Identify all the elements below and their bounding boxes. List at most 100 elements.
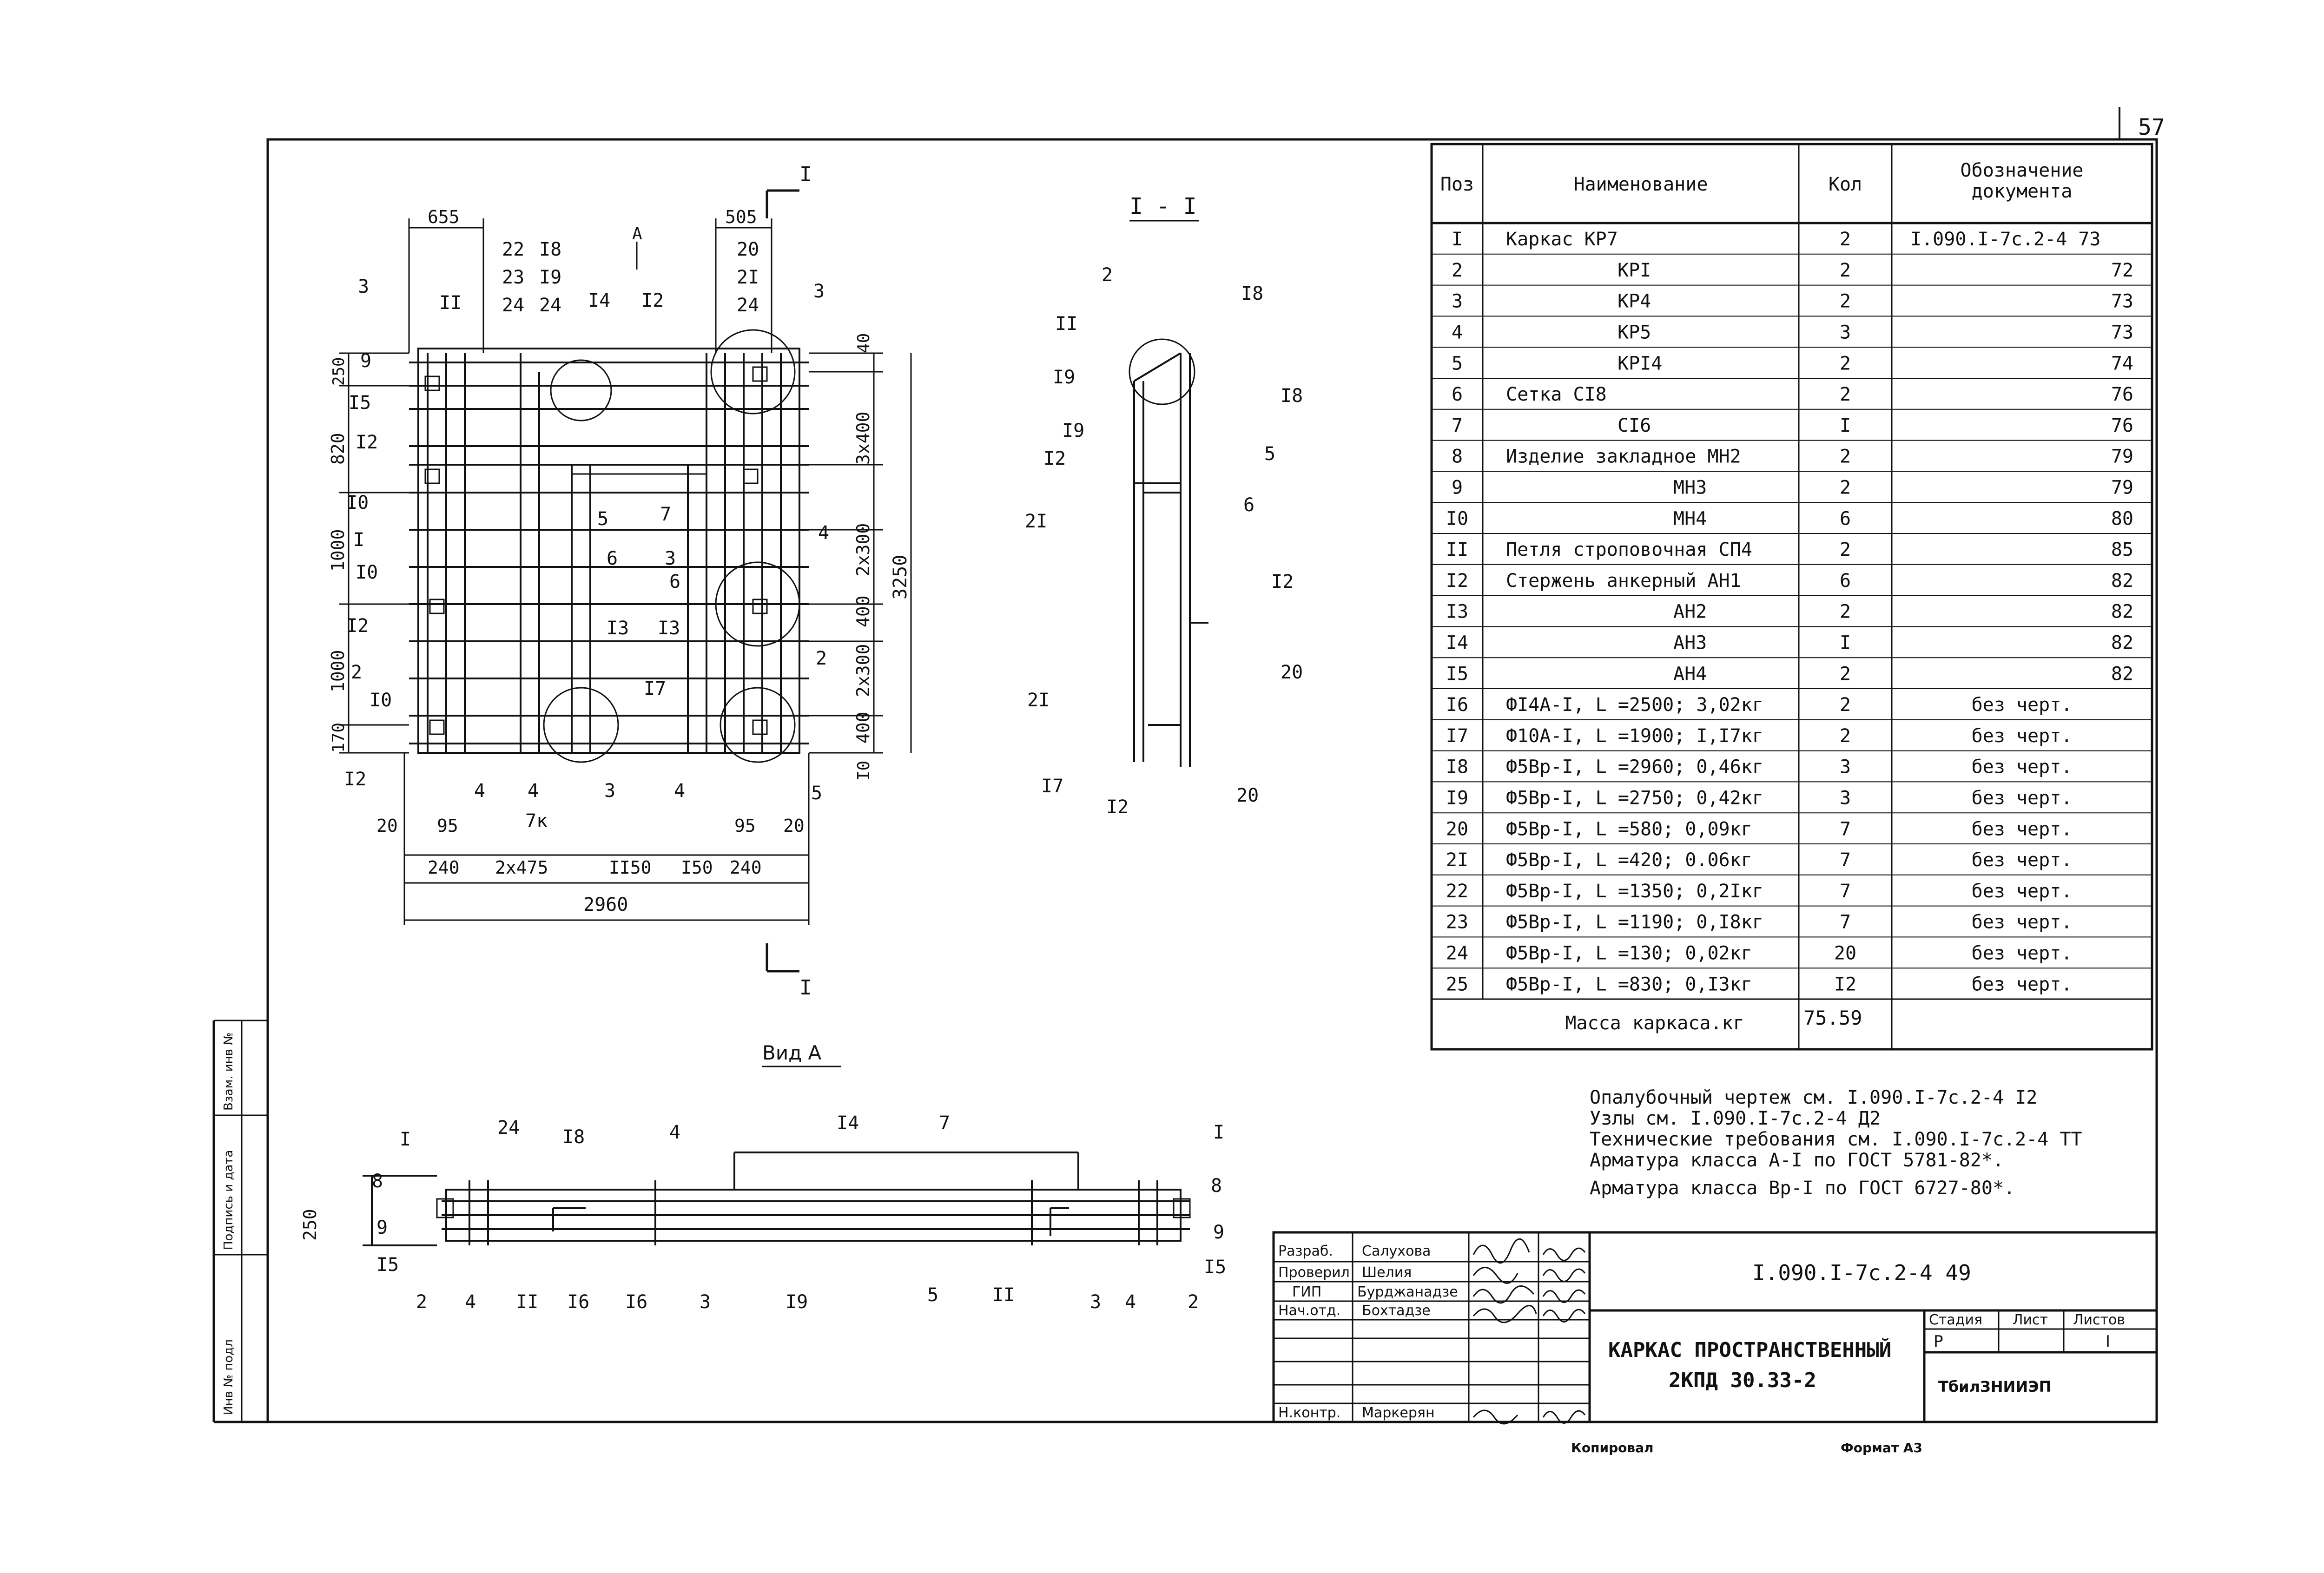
plan-pos-3a: 3 bbox=[358, 276, 369, 297]
plan-pos-9: 9 bbox=[360, 350, 371, 372]
spec-row-name: Ф5Вр-I, L =130; 0,02кг bbox=[1506, 942, 1752, 964]
view-pos-18: I8 bbox=[562, 1126, 585, 1148]
sheets-value: I bbox=[2106, 1332, 2110, 1351]
spec-row-name: Ф5Вр-I, L =2960; 0,46кг bbox=[1506, 757, 1763, 778]
dim-left-170: 170 bbox=[329, 723, 348, 753]
spec-mass-label: Масса каркаса.кг bbox=[1565, 1013, 1744, 1034]
spec-row-pos: 9 bbox=[1452, 477, 1463, 498]
spec-row-qty: 2 bbox=[1840, 384, 1851, 405]
spec-row-name: Стержень анкерный АН1 bbox=[1506, 570, 1741, 592]
view-pos-8b: 8 bbox=[1211, 1175, 1222, 1197]
spec-row-doc: 79 bbox=[2111, 477, 2133, 498]
view-a-arrow: А bbox=[632, 224, 642, 244]
title-block-roles: Разраб. Салуховa Проверил Шелия ГИП Бурд… bbox=[1278, 1243, 1458, 1421]
spec-row-qty: 2 bbox=[1840, 539, 1851, 560]
sheets-label: Листов bbox=[2073, 1312, 2125, 1328]
sec-pos-12b: I2 bbox=[1271, 571, 1294, 592]
view-pos-24: 24 bbox=[497, 1117, 520, 1139]
page-number: 57 bbox=[2138, 114, 2165, 140]
role-1: Разраб. bbox=[1278, 1243, 1333, 1259]
sec-pos-12c: I2 bbox=[1106, 796, 1129, 818]
dim-bottom-95b: 95 bbox=[734, 816, 756, 836]
plan-pos-6b: 6 bbox=[669, 571, 680, 592]
spec-row-name: Ф5Вр-I, L =1190; 0,I8кг bbox=[1506, 912, 1763, 933]
view-pos-19: I9 bbox=[786, 1291, 808, 1313]
spec-row-name: Ф5Вр-I, L =1350; 0,2Iкг bbox=[1506, 881, 1763, 902]
spec-row-doc: 82 bbox=[2111, 570, 2133, 592]
spec-row-pos: 8 bbox=[1452, 446, 1463, 467]
plan-pos-22: 22 bbox=[502, 239, 524, 260]
dim-bottom-20b: 20 bbox=[783, 816, 805, 836]
spec-row-name: Ф5Вр-I, L =420; 0.06кг bbox=[1506, 849, 1752, 871]
doc-code: I.090.I-7с.2-4 49 bbox=[1752, 1260, 1971, 1285]
plan-dim-texts: 655 505 40 3x400 2x300 400 2x300 400 I0 … bbox=[328, 163, 911, 1000]
spec-table-grid bbox=[1430, 143, 2153, 1051]
role-7: Н.контр. bbox=[1278, 1405, 1340, 1421]
sec-pos-11: II bbox=[1055, 313, 1077, 335]
section-position-labels: 2 I8 II I9 I8 I9 I2 5 6 2I I2 20 2I I7 I… bbox=[1025, 264, 1303, 818]
spec-row-qty: 3 bbox=[1840, 322, 1851, 343]
side-stamp: Инв № подл Подпись и дата Взам. инв № bbox=[222, 1033, 236, 1415]
spec-row-qty: 2 bbox=[1840, 260, 1851, 281]
spec-row-qty: 2 bbox=[1840, 663, 1851, 684]
view-pos-2b: 2 bbox=[1188, 1291, 1199, 1313]
spec-row-doc: без черт. bbox=[1972, 942, 2073, 964]
spec-row-qty: 7 bbox=[1840, 849, 1851, 871]
title-block bbox=[1272, 1231, 2158, 1423]
footer-format: Формат А3 bbox=[1841, 1440, 1922, 1455]
plan-pos-24b: 24 bbox=[539, 295, 561, 316]
view-pos-11a: II bbox=[516, 1291, 538, 1313]
spec-row-name: Ф5Вр-I, L =580; 0,09кг bbox=[1506, 818, 1752, 840]
side-stamp-inv-label: Инв № подл bbox=[222, 1339, 236, 1415]
dim-right-400a: 400 bbox=[853, 595, 873, 627]
spec-row-doc: без черт. bbox=[1972, 694, 2073, 716]
note-1: Опалубочный чертеж см. I.090.I-7с.2-4 I2 bbox=[1590, 1087, 2037, 1108]
view-pos-9a: 9 bbox=[376, 1217, 388, 1238]
spec-row-pos: 4 bbox=[1452, 322, 1463, 343]
spec-row-doc: 73 bbox=[2111, 291, 2133, 312]
spec-row-pos: I8 bbox=[1446, 757, 1468, 778]
spec-row-name: Ф5Вр-I, L =830; 0,I3кг bbox=[1506, 974, 1752, 995]
spec-row-name: АН4 bbox=[1673, 663, 1707, 684]
notes: Опалубочный чертеж см. I.090.I-7с.2-4 I2… bbox=[1590, 1087, 2082, 1199]
dim-right-total: 3250 bbox=[890, 555, 911, 599]
spec-row-name: МН4 bbox=[1673, 508, 1707, 529]
spec-row-doc: без черт. bbox=[1972, 912, 2073, 933]
role-4-name: Бохтадзе bbox=[1362, 1303, 1431, 1319]
sec-pos-17: I7 bbox=[1041, 776, 1063, 797]
plan-pos-5: 5 bbox=[597, 508, 608, 530]
plan-pos-2b: 2 bbox=[816, 648, 827, 669]
spec-row-qty: 2 bbox=[1840, 477, 1851, 498]
sec-pos-18b: I8 bbox=[1281, 385, 1303, 407]
dim-505: 505 bbox=[725, 207, 757, 227]
sheet-label: Лист bbox=[2013, 1312, 2048, 1328]
role-3-name: Бурджанадзе bbox=[1357, 1284, 1458, 1300]
stage-label: Стадия bbox=[1929, 1312, 1982, 1328]
dim-bottom-95a: 95 bbox=[437, 816, 458, 836]
spec-row-qty: I bbox=[1840, 415, 1851, 436]
view-pos-8a: 8 bbox=[372, 1171, 383, 1192]
plan-pos-10b: I0 bbox=[356, 562, 378, 583]
view-a bbox=[363, 1152, 1191, 1246]
spec-row-qty: 3 bbox=[1840, 757, 1851, 778]
dim-left-820: 820 bbox=[328, 433, 348, 465]
sec-pos-5: 5 bbox=[1264, 443, 1275, 465]
plan-pos-2a: 2 bbox=[351, 662, 362, 683]
dim-bottom-20a: 20 bbox=[376, 816, 398, 836]
spec-row-name: ФI4А-I, L =2500; 3,02кг bbox=[1506, 694, 1763, 716]
plan-pos-11: II bbox=[439, 292, 462, 314]
sec-pos-21b: 2I bbox=[1027, 690, 1050, 711]
dim-bottom-1150: II50 bbox=[609, 857, 652, 878]
sec-pos-19b: I9 bbox=[1062, 420, 1084, 441]
spec-row-qty: 2 bbox=[1840, 291, 1851, 312]
spec-row-doc: без черт. bbox=[1972, 818, 2073, 840]
view-a-title: Вид А bbox=[762, 1041, 821, 1064]
spec-row-qty: 7 bbox=[1840, 881, 1851, 902]
spec-row-qty: 6 bbox=[1840, 570, 1851, 592]
dim-left-250: 250 bbox=[330, 357, 348, 386]
note-2: Узлы см. I.090.I-7с.2-4 Д2 bbox=[1590, 1108, 1881, 1129]
role-2: Проверил bbox=[1278, 1264, 1350, 1281]
plan-view bbox=[409, 329, 809, 763]
spec-row-qty: I2 bbox=[1834, 974, 1856, 995]
spec-header-doc-2: документа bbox=[1972, 181, 2073, 202]
